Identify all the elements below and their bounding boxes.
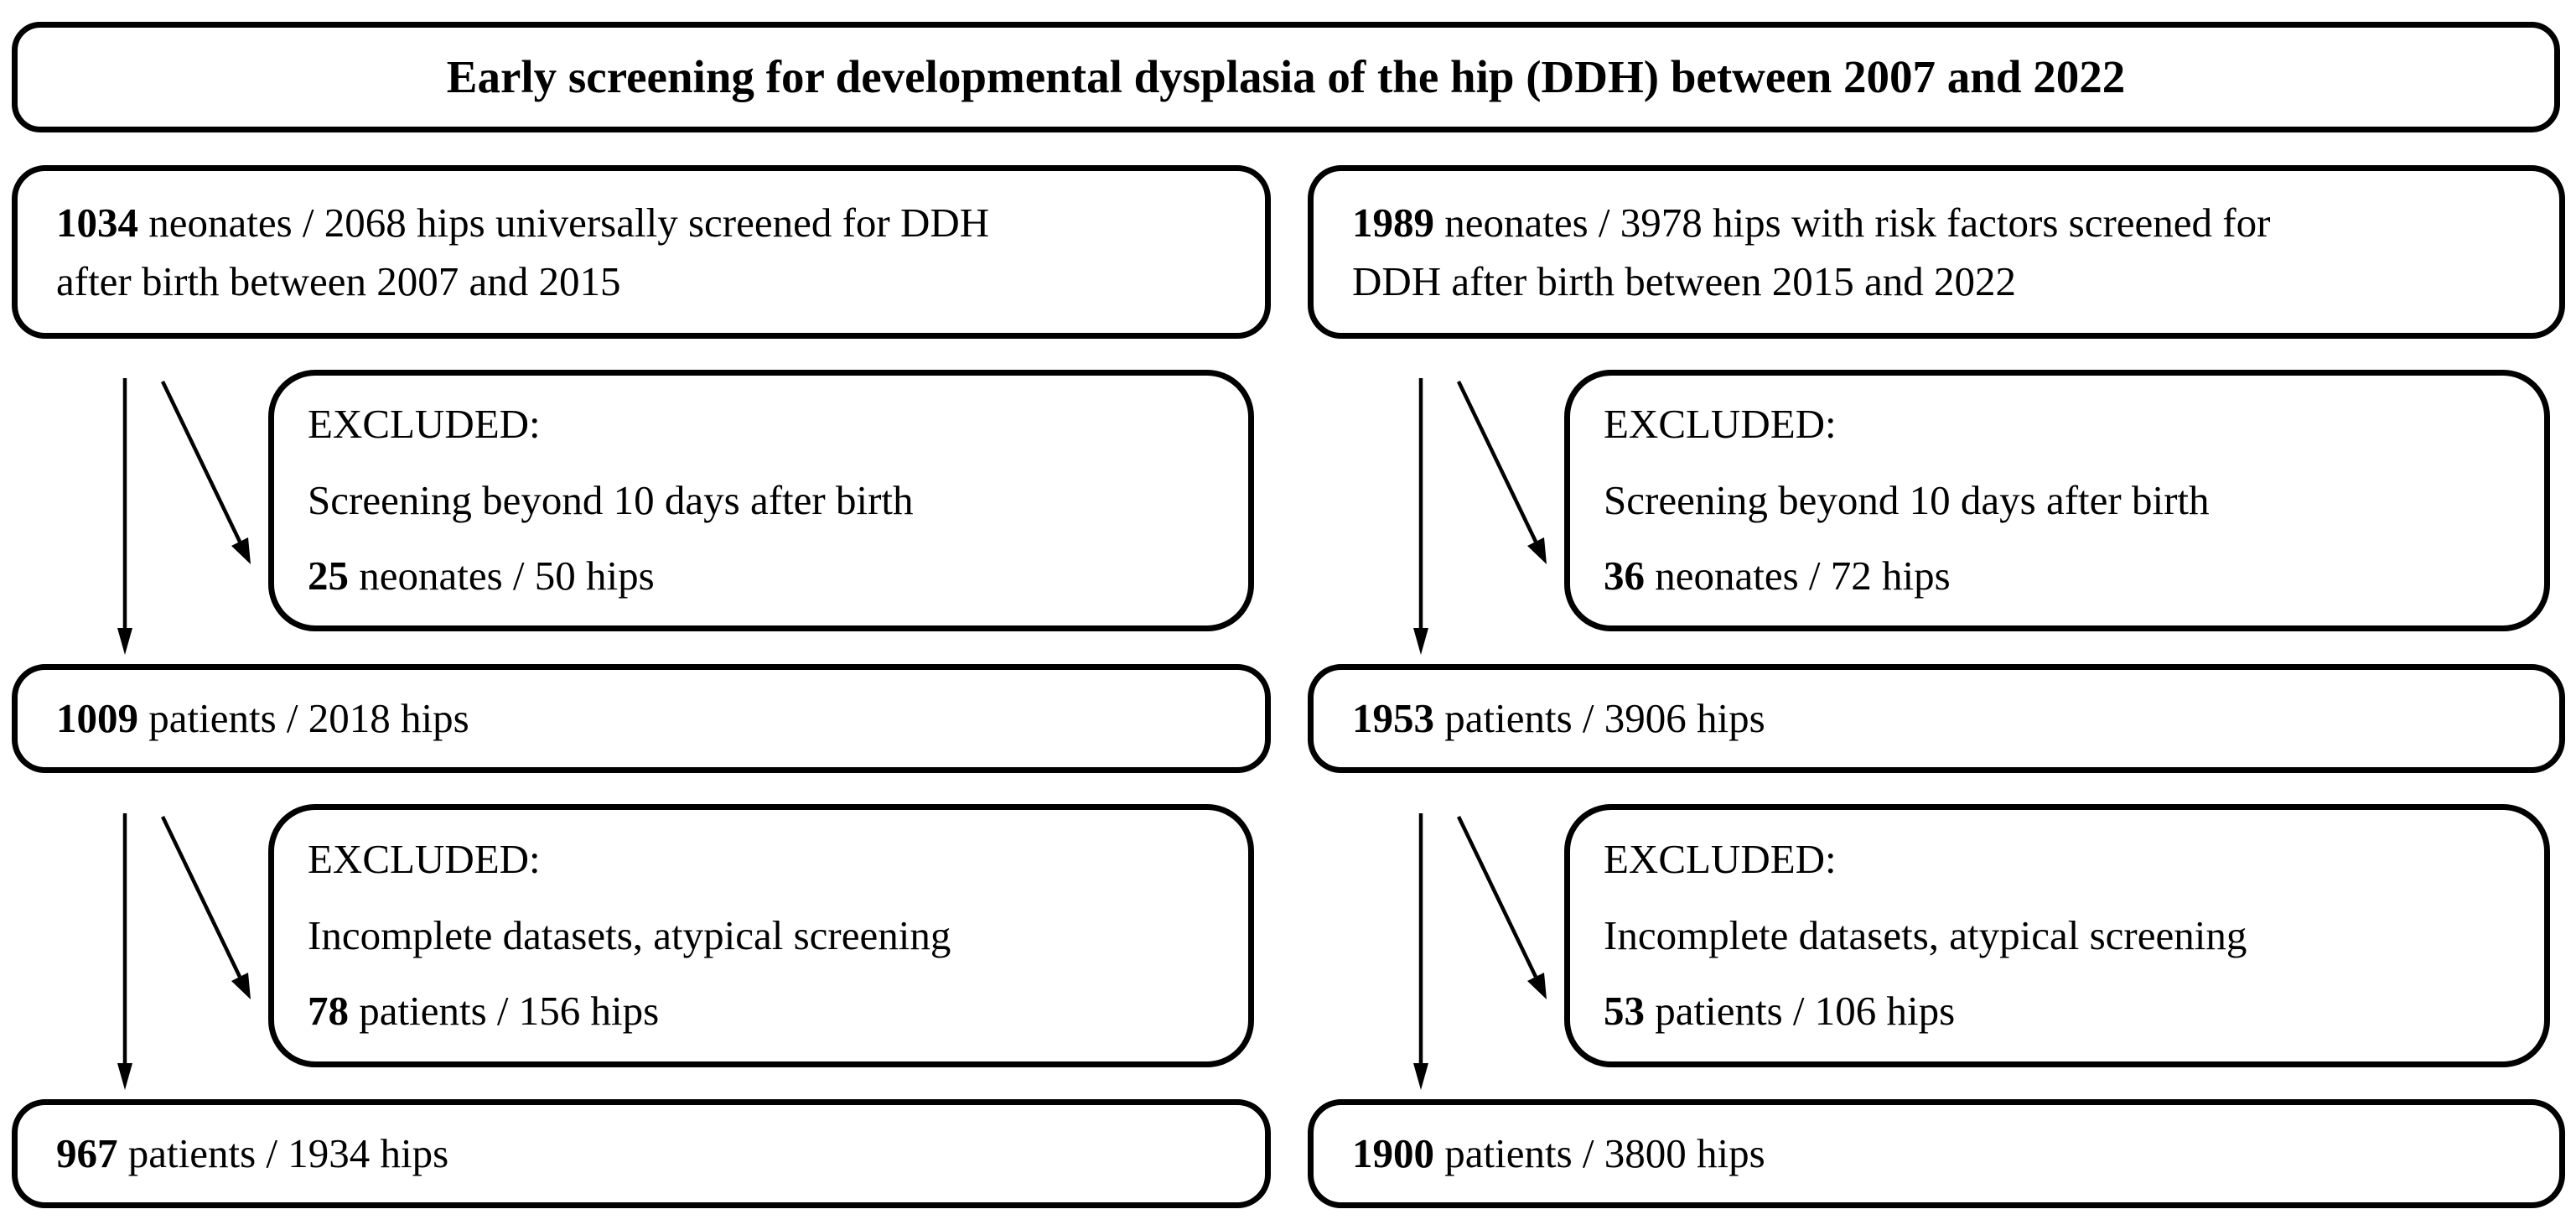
remaining-box-after-first-exclusion: 1953 patients / 3906 hips bbox=[1308, 664, 2565, 773]
arrows-svg bbox=[1413, 813, 1547, 1090]
arrows-svg bbox=[117, 378, 251, 655]
excluded-box-incomplete-data: EXCLUDED: Incomplete datasets, atypical … bbox=[1564, 804, 2550, 1067]
cohort-text: 1034 neonates / 2068 hips universally sc… bbox=[56, 194, 1241, 310]
arrows-svg bbox=[117, 813, 251, 1090]
excluded-reason: Screening beyond 10 days after birth bbox=[308, 476, 914, 523]
cohort-count: 1989 bbox=[1352, 199, 1434, 246]
arrow-group bbox=[91, 371, 309, 658]
excluded-box-incomplete-data: EXCLUDED: Incomplete datasets, atypical … bbox=[268, 804, 1254, 1067]
excluded-label: EXCLUDED: bbox=[1604, 401, 1837, 448]
excluded-box-late-screening: EXCLUDED: Screening beyond 10 days after… bbox=[268, 370, 1254, 631]
remaining-box-after-first-exclusion: 1009 patients / 2018 hips bbox=[12, 664, 1271, 773]
cohort-count: 1034 bbox=[56, 199, 138, 246]
arrow-down-icon bbox=[117, 813, 132, 1090]
arrow-diagonal-icon bbox=[1456, 816, 1547, 999]
diagram-title: Early screening for developmental dyspla… bbox=[446, 50, 2126, 102]
arrow-down-icon bbox=[117, 378, 132, 655]
final-cohort-box: 1900 patients / 3800 hips bbox=[1308, 1099, 2565, 1208]
excluded-reason: Screening beyond 10 days after birth bbox=[1604, 476, 2210, 523]
final-count-text: patients / 3800 hips bbox=[1434, 1130, 1765, 1177]
cohort-box-universal: 1034 neonates / 2068 hips universally sc… bbox=[12, 165, 1271, 339]
excluded-box-late-screening: EXCLUDED: Screening beyond 10 days after… bbox=[1564, 370, 2550, 631]
arrows-svg bbox=[1413, 378, 1547, 655]
excluded-label: EXCLUDED: bbox=[308, 401, 541, 448]
remaining-count: 1953 bbox=[1352, 695, 1434, 742]
remaining-text: 1009 patients / 2018 hips bbox=[56, 689, 1241, 748]
excluded-count: 53 bbox=[1604, 988, 1645, 1035]
final-cohort-box: 967 patients / 1934 hips bbox=[12, 1099, 1271, 1208]
final-count: 1900 bbox=[1352, 1130, 1434, 1177]
remaining-text: 1953 patients / 3906 hips bbox=[1352, 689, 2536, 748]
arrow-diagonal-icon bbox=[1456, 381, 1547, 564]
arrow-group bbox=[91, 807, 309, 1093]
arrow-group bbox=[1387, 371, 1605, 658]
arrow-down-icon bbox=[1413, 378, 1428, 655]
final-count: 967 bbox=[56, 1130, 118, 1177]
cohort-text: 1989 neonates / 3978 hips with risk fact… bbox=[1352, 194, 2536, 310]
arrow-down-icon bbox=[1413, 813, 1428, 1090]
excluded-reason: Incomplete datasets, atypical screening bbox=[308, 911, 951, 958]
excluded-count-line: 53 patients / 106 hips bbox=[1604, 973, 2521, 1050]
arrow-diagonal-icon bbox=[160, 381, 251, 564]
cohort-line2: DDH after birth between 2015 and 2022 bbox=[1352, 257, 2016, 304]
cohort-line2: after birth between 2007 and 2015 bbox=[56, 257, 621, 304]
excluded-count-text: neonates / 72 hips bbox=[1645, 553, 1951, 599]
remaining-count: 1009 bbox=[56, 695, 138, 742]
cohort-line1: neonates / 2068 hips universally screene… bbox=[138, 199, 990, 246]
excluded-count: 78 bbox=[308, 988, 349, 1035]
cohort-line1: neonates / 3978 hips with risk factors s… bbox=[1434, 199, 2271, 246]
excluded-label: EXCLUDED: bbox=[1604, 836, 1837, 883]
arrow-diagonal-icon bbox=[160, 816, 251, 999]
excluded-reason: Incomplete datasets, atypical screening bbox=[1604, 911, 2247, 958]
excluded-count-text: neonates / 50 hips bbox=[349, 553, 655, 599]
excluded-label: EXCLUDED: bbox=[308, 836, 541, 883]
arrow-group bbox=[1387, 807, 1605, 1093]
excluded-count: 25 bbox=[308, 553, 349, 599]
final-text: 1900 patients / 3800 hips bbox=[1352, 1124, 2536, 1183]
excluded-count-line: 78 patients / 156 hips bbox=[308, 973, 1225, 1050]
cohort-box-risk-factors: 1989 neonates / 3978 hips with risk fact… bbox=[1308, 165, 2565, 339]
remaining-count-text: patients / 2018 hips bbox=[138, 695, 469, 742]
excluded-count-line: 36 neonates / 72 hips bbox=[1604, 538, 2521, 615]
final-count-text: patients / 1934 hips bbox=[117, 1130, 449, 1177]
excluded-count-text: patients / 156 hips bbox=[349, 988, 660, 1035]
excluded-count: 36 bbox=[1604, 553, 1645, 599]
final-text: 967 patients / 1934 hips bbox=[56, 1124, 1241, 1183]
title-box: Early screening for developmental dyspla… bbox=[12, 22, 2560, 132]
excluded-count-line: 25 neonates / 50 hips bbox=[308, 538, 1225, 615]
excluded-count-text: patients / 106 hips bbox=[1645, 988, 1956, 1035]
remaining-count-text: patients / 3906 hips bbox=[1434, 695, 1765, 742]
